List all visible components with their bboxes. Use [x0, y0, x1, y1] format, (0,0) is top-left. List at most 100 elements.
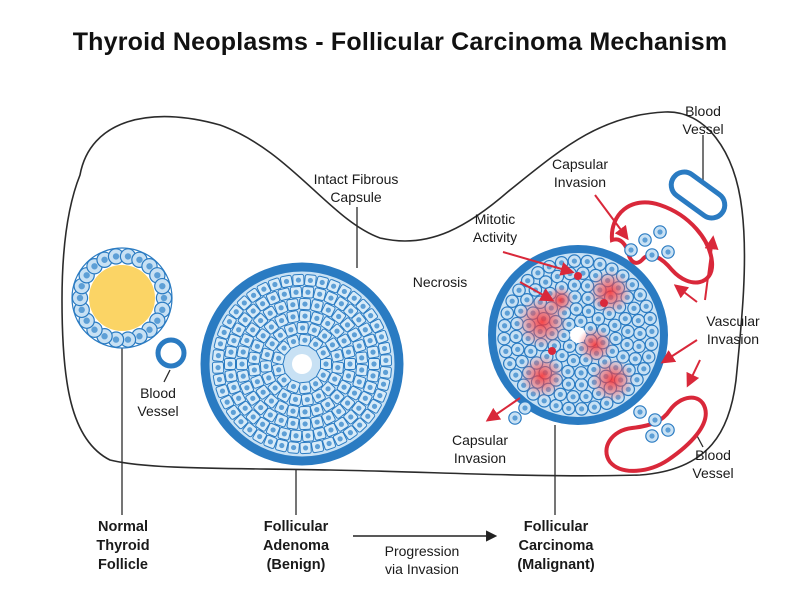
- invading-cell-nucleus: [665, 249, 671, 255]
- carcinoma-cell-nucleus: [504, 310, 510, 316]
- carcinoma-cell-nucleus: [571, 258, 577, 264]
- carcinoma-cell-nucleus: [565, 369, 571, 375]
- carcinoma-cell-nucleus: [635, 317, 641, 324]
- mitotic-figure: [574, 272, 582, 280]
- follicle-cell-nucleus: [136, 256, 143, 263]
- necrosis-area: [588, 270, 632, 314]
- normal-follicle: [71, 247, 173, 349]
- follicle-cell-nucleus: [124, 336, 132, 343]
- necrosis-area: [520, 354, 564, 398]
- diagram-title: Thyroid Neoplasms - Follicular Carcinoma…: [72, 28, 728, 56]
- follicle-cell-nucleus: [101, 256, 108, 263]
- carcinoma-cell-nucleus: [624, 341, 630, 348]
- carcinoma-cell-nucleus: [625, 328, 631, 335]
- follicle-cell-nucleus: [91, 326, 98, 333]
- carcinoma-cell-nucleus: [604, 400, 610, 406]
- invading-cell-nucleus: [665, 427, 671, 433]
- follicle-cell-nucleus: [160, 294, 168, 302]
- carcinoma-cell-nucleus: [541, 398, 547, 404]
- colloid: [89, 265, 155, 331]
- carcinoma-cell-nucleus: [646, 354, 652, 360]
- carcinoma-cell-nucleus: [507, 361, 513, 367]
- carcinoma-cell-nucleus: [641, 366, 647, 372]
- carcinoma-cell-nucleus: [632, 356, 638, 362]
- follicle-cell-nucleus: [112, 253, 120, 260]
- blood-vessel-left: [155, 337, 187, 369]
- carcinoma-cell-nucleus: [636, 343, 642, 349]
- carcinoma-cell-nucleus: [578, 318, 584, 324]
- carcinoma-cell-nucleus: [578, 382, 585, 388]
- carcinoma-cell-nucleus: [503, 348, 509, 355]
- invading-cell-nucleus: [649, 433, 655, 439]
- invading-cell-nucleus: [652, 417, 658, 423]
- mitotic-figure: [600, 299, 608, 307]
- necrosis-area: [577, 327, 613, 363]
- carcinoma-cell-nucleus: [509, 298, 515, 304]
- carcinoma-cell-nucleus: [585, 308, 592, 314]
- carcinoma-cell-nucleus: [553, 403, 559, 409]
- carcinoma-cell-nucleus: [612, 322, 618, 328]
- carcinoma-cell-nucleus: [554, 273, 560, 280]
- follicle-cell-nucleus: [124, 253, 132, 260]
- carcinoma-cell-nucleus: [622, 316, 628, 322]
- blood-vessel-top: [668, 169, 728, 221]
- follicle-cell-nucleus: [76, 294, 84, 302]
- carcinoma-cell-nucleus: [573, 306, 579, 312]
- carcinoma-cell-nucleus: [516, 287, 522, 293]
- follicular-carcinoma: [488, 245, 668, 425]
- carcinoma-cell-nucleus: [648, 341, 655, 347]
- carcinoma-cell-nucleus: [579, 406, 585, 412]
- carcinoma-cell-nucleus: [583, 393, 589, 400]
- carcinoma-cell-nucleus: [525, 278, 531, 284]
- label-necrosis: Necrosis: [412, 274, 468, 290]
- tissue-outline: [61, 111, 746, 477]
- carcinoma-cell-nucleus: [595, 316, 601, 322]
- carcinoma-cell-nucleus: [501, 323, 508, 329]
- carcinoma-cell-nucleus: [637, 292, 643, 298]
- carcinoma-cell-nucleus: [613, 335, 619, 342]
- necrosis-area: [590, 358, 634, 402]
- carcinoma-cell-nucleus: [643, 303, 649, 309]
- follicle-cell-nucleus: [91, 263, 98, 270]
- follicle-cell-nucleus: [83, 317, 90, 324]
- follicle-cell-nucleus: [101, 333, 108, 340]
- carcinoma-cell-nucleus: [571, 282, 578, 288]
- follicle-cell-nucleus: [159, 306, 166, 314]
- follicle-cell-nucleus: [112, 336, 120, 343]
- carcinoma-cell-nucleus: [570, 394, 576, 400]
- invading-cell-nucleus: [637, 409, 643, 415]
- carcinoma-cell-nucleus: [513, 333, 519, 340]
- invading-cell-nucleus: [628, 247, 634, 253]
- carcinoma-cell-nucleus: [649, 328, 655, 334]
- carcinoma-cell-nucleus: [559, 352, 565, 359]
- carcinoma-cell-nucleus: [578, 370, 584, 376]
- invasion-arrows: [485, 194, 719, 422]
- carcinoma-cell-nucleus: [558, 260, 565, 266]
- carcinoma-cell-nucleus: [566, 343, 573, 349]
- follicle-cell-nucleus: [154, 317, 161, 324]
- follicle-cell-nucleus: [146, 326, 153, 333]
- carcinoma-cell-nucleus: [637, 330, 643, 337]
- carcinoma-cell-nucleus: [647, 315, 653, 322]
- carcinoma-cell-nucleus: [519, 359, 525, 365]
- invading-cell-nucleus: [512, 415, 518, 421]
- invading-cell-nucleus: [657, 229, 663, 235]
- mitotic-figure: [548, 347, 556, 355]
- invading-cell-nucleus: [522, 405, 528, 411]
- invading-cell-nucleus: [649, 252, 655, 258]
- carcinoma-cell-nucleus: [557, 391, 563, 398]
- follicle-cell-nucleus: [146, 263, 153, 270]
- follicle-cell-nucleus: [83, 272, 90, 279]
- carcinoma-cell-nucleus: [634, 377, 640, 383]
